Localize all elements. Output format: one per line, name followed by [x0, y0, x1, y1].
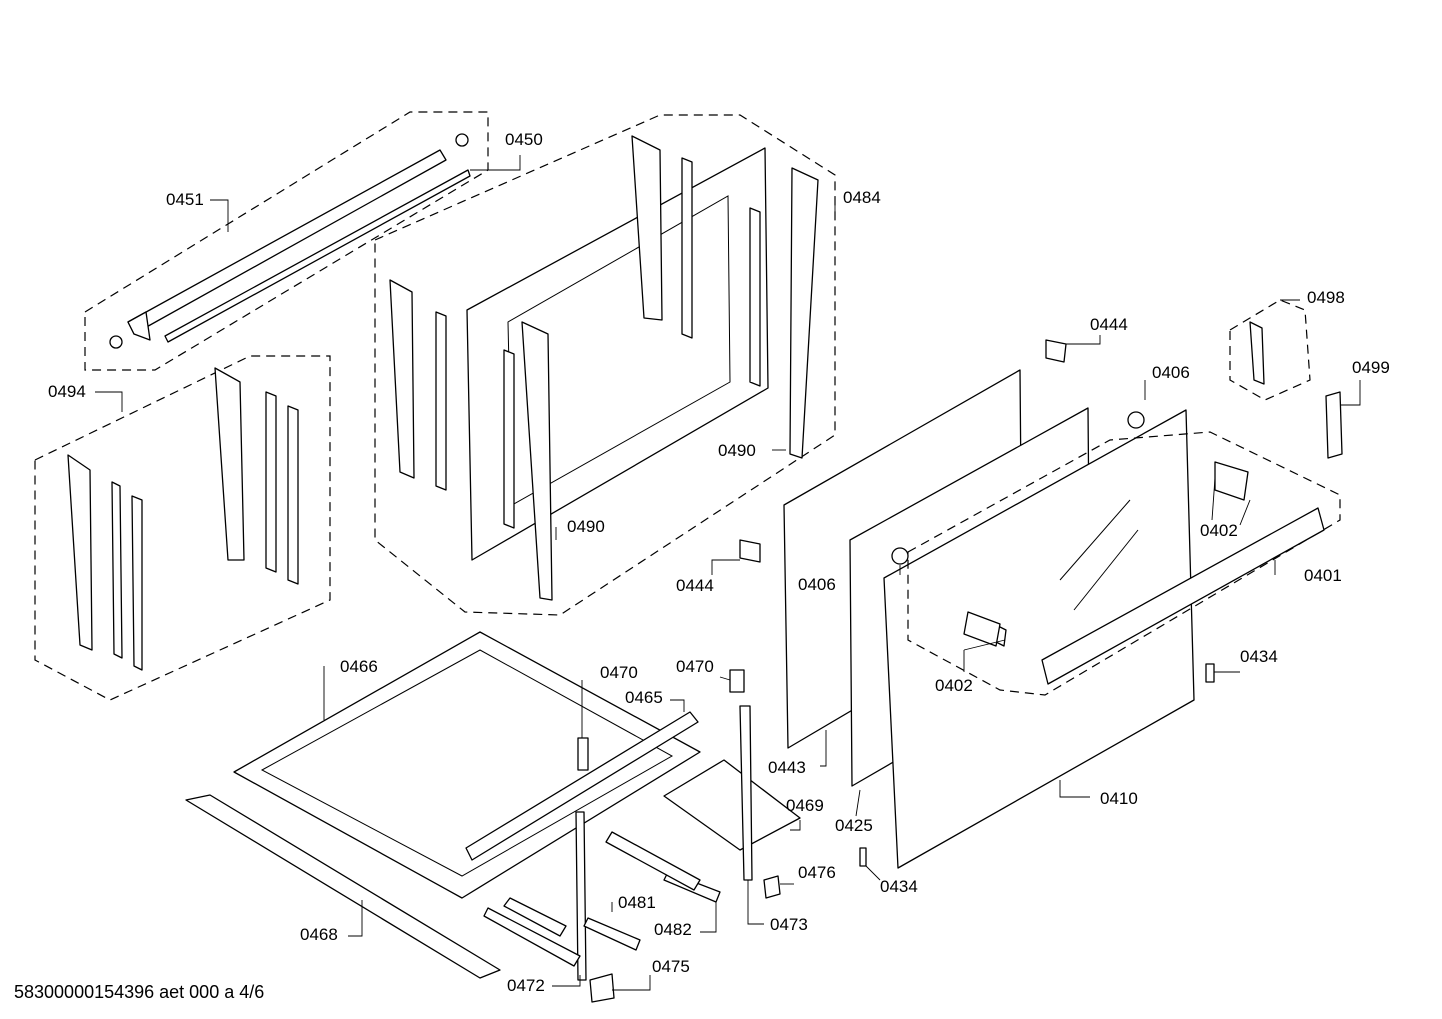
door-frame-group: [374, 114, 836, 616]
strip-0499: [1325, 391, 1343, 459]
left-rail-strip-1: [111, 481, 123, 659]
clip-0444-upper: [1045, 339, 1067, 363]
callout-0402-lower: 0402: [935, 676, 973, 695]
rail-screw-right: [455, 133, 469, 147]
slide-rail-0468: [185, 794, 501, 979]
callout-0406-lower: 0406: [798, 575, 836, 594]
clip-0434-upper: [1205, 663, 1215, 683]
callout-0490-upper: 0490: [718, 441, 756, 460]
slide-carrier-right: [605, 831, 701, 891]
left-rail-strip-3: [265, 391, 277, 573]
clip-0475: [589, 973, 615, 1003]
handle-bracket: [1214, 461, 1249, 501]
callout-0498: 0498: [1307, 288, 1345, 307]
callout-0470-right: 0470: [676, 657, 714, 676]
callout-0473: 0473: [770, 915, 808, 934]
clip-0434-lower: [859, 847, 867, 867]
callout-0401: 0401: [1304, 566, 1342, 585]
callout-0484: 0484: [843, 188, 881, 207]
shelf-tray-inner: [260, 649, 674, 877]
left-hinge-rack-1: [67, 454, 93, 651]
rail-seal: [164, 169, 471, 343]
door-glass-group: [783, 369, 1341, 869]
leader-lines: [95, 155, 1361, 991]
door-window-reflection: [1059, 499, 1139, 611]
callout-0443: 0443: [768, 758, 806, 777]
door-hinge-strip-2: [749, 207, 761, 387]
callout-0444-lower: 0444: [676, 576, 714, 595]
front-rail-0465: [465, 711, 699, 861]
callout-0482: 0482: [654, 920, 692, 939]
callout-0406-upper: 0406: [1152, 363, 1190, 382]
callout-0465: 0465: [625, 688, 663, 707]
rail-bar-end: [127, 311, 151, 341]
door-handle-group-boundary: [907, 431, 1341, 696]
callout-0476: 0476: [798, 863, 836, 882]
callout-0434-lower: 0434: [880, 877, 918, 896]
bracket-0470-small: [577, 737, 589, 771]
callout-0470-left: 0470: [600, 663, 638, 682]
callout-0466: 0466: [340, 657, 378, 676]
callout-0425: 0425: [835, 816, 873, 835]
door-outer-panel-0410: [883, 409, 1195, 869]
left-hinge-rack-2: [214, 367, 245, 561]
bumper-0406-upper: [1127, 411, 1145, 429]
vertical-bracket-right: [739, 705, 753, 881]
callout-0410: 0410: [1100, 789, 1138, 808]
vertical-bracket-left: [575, 811, 587, 981]
callout-0481: 0481: [618, 893, 656, 912]
callout-0469: 0469: [786, 796, 824, 815]
door-rail-strip-left: [435, 311, 447, 491]
callout-0490-lower: 0490: [567, 517, 605, 536]
left-rail-strip-2: [131, 495, 143, 671]
door-hinge-rack-right: [631, 135, 663, 321]
callout-0499: 0499: [1352, 358, 1390, 377]
left-side-hinge-group: [34, 355, 331, 701]
callout-0494: 0494: [48, 382, 86, 401]
handle-end-bracket: [963, 611, 1001, 647]
door-frame-group-boundary: [374, 114, 836, 616]
document-id: 58300000154396 aet 000 a 4/6: [14, 982, 264, 1002]
slide-carrier-left: [503, 897, 567, 937]
door-hinge-strip-1: [503, 349, 515, 529]
rail-screw-left: [109, 335, 123, 349]
left-side-group-boundary: [34, 355, 331, 701]
callout-0475: 0475: [652, 957, 690, 976]
bumper-0406-lower: [891, 547, 909, 565]
callout-labels: 0450 0451 0484 0494 0490 0490 0444 0444 …: [48, 130, 1390, 995]
door-hinge-bracket-1: [521, 321, 553, 601]
callout-0472: 0472: [507, 976, 545, 995]
part-0498-boundary: [1229, 299, 1311, 401]
small-parts-right: [739, 299, 1343, 563]
callout-0402-upper: 0402: [1200, 521, 1238, 540]
rail-assembly-group: [84, 111, 489, 371]
callout-0451: 0451: [166, 190, 204, 209]
shelf-tray-0466: [233, 631, 701, 899]
clip-0444-lower: [739, 539, 761, 563]
clip-0476: [763, 875, 781, 899]
side-rail-0469: [663, 759, 801, 851]
callout-0450: 0450: [505, 130, 543, 149]
callout-0434-upper: 0434: [1240, 647, 1278, 666]
gear-rack-0481: [583, 917, 641, 951]
shelf-assembly-group: [185, 631, 801, 1003]
door-hinge-bracket-2: [789, 167, 819, 459]
door-hinge-rack-left: [389, 279, 415, 479]
bottom-rail-0472: [483, 907, 581, 967]
callout-0444-upper: 0444: [1090, 315, 1128, 334]
left-rail-strip-4: [287, 405, 299, 585]
door-handle-0401: [1041, 507, 1325, 685]
latch-0498: [1249, 321, 1265, 385]
door-rail-strip-right: [681, 157, 693, 339]
bracket-0470-right: [729, 669, 745, 693]
callout-0468: 0468: [300, 925, 338, 944]
